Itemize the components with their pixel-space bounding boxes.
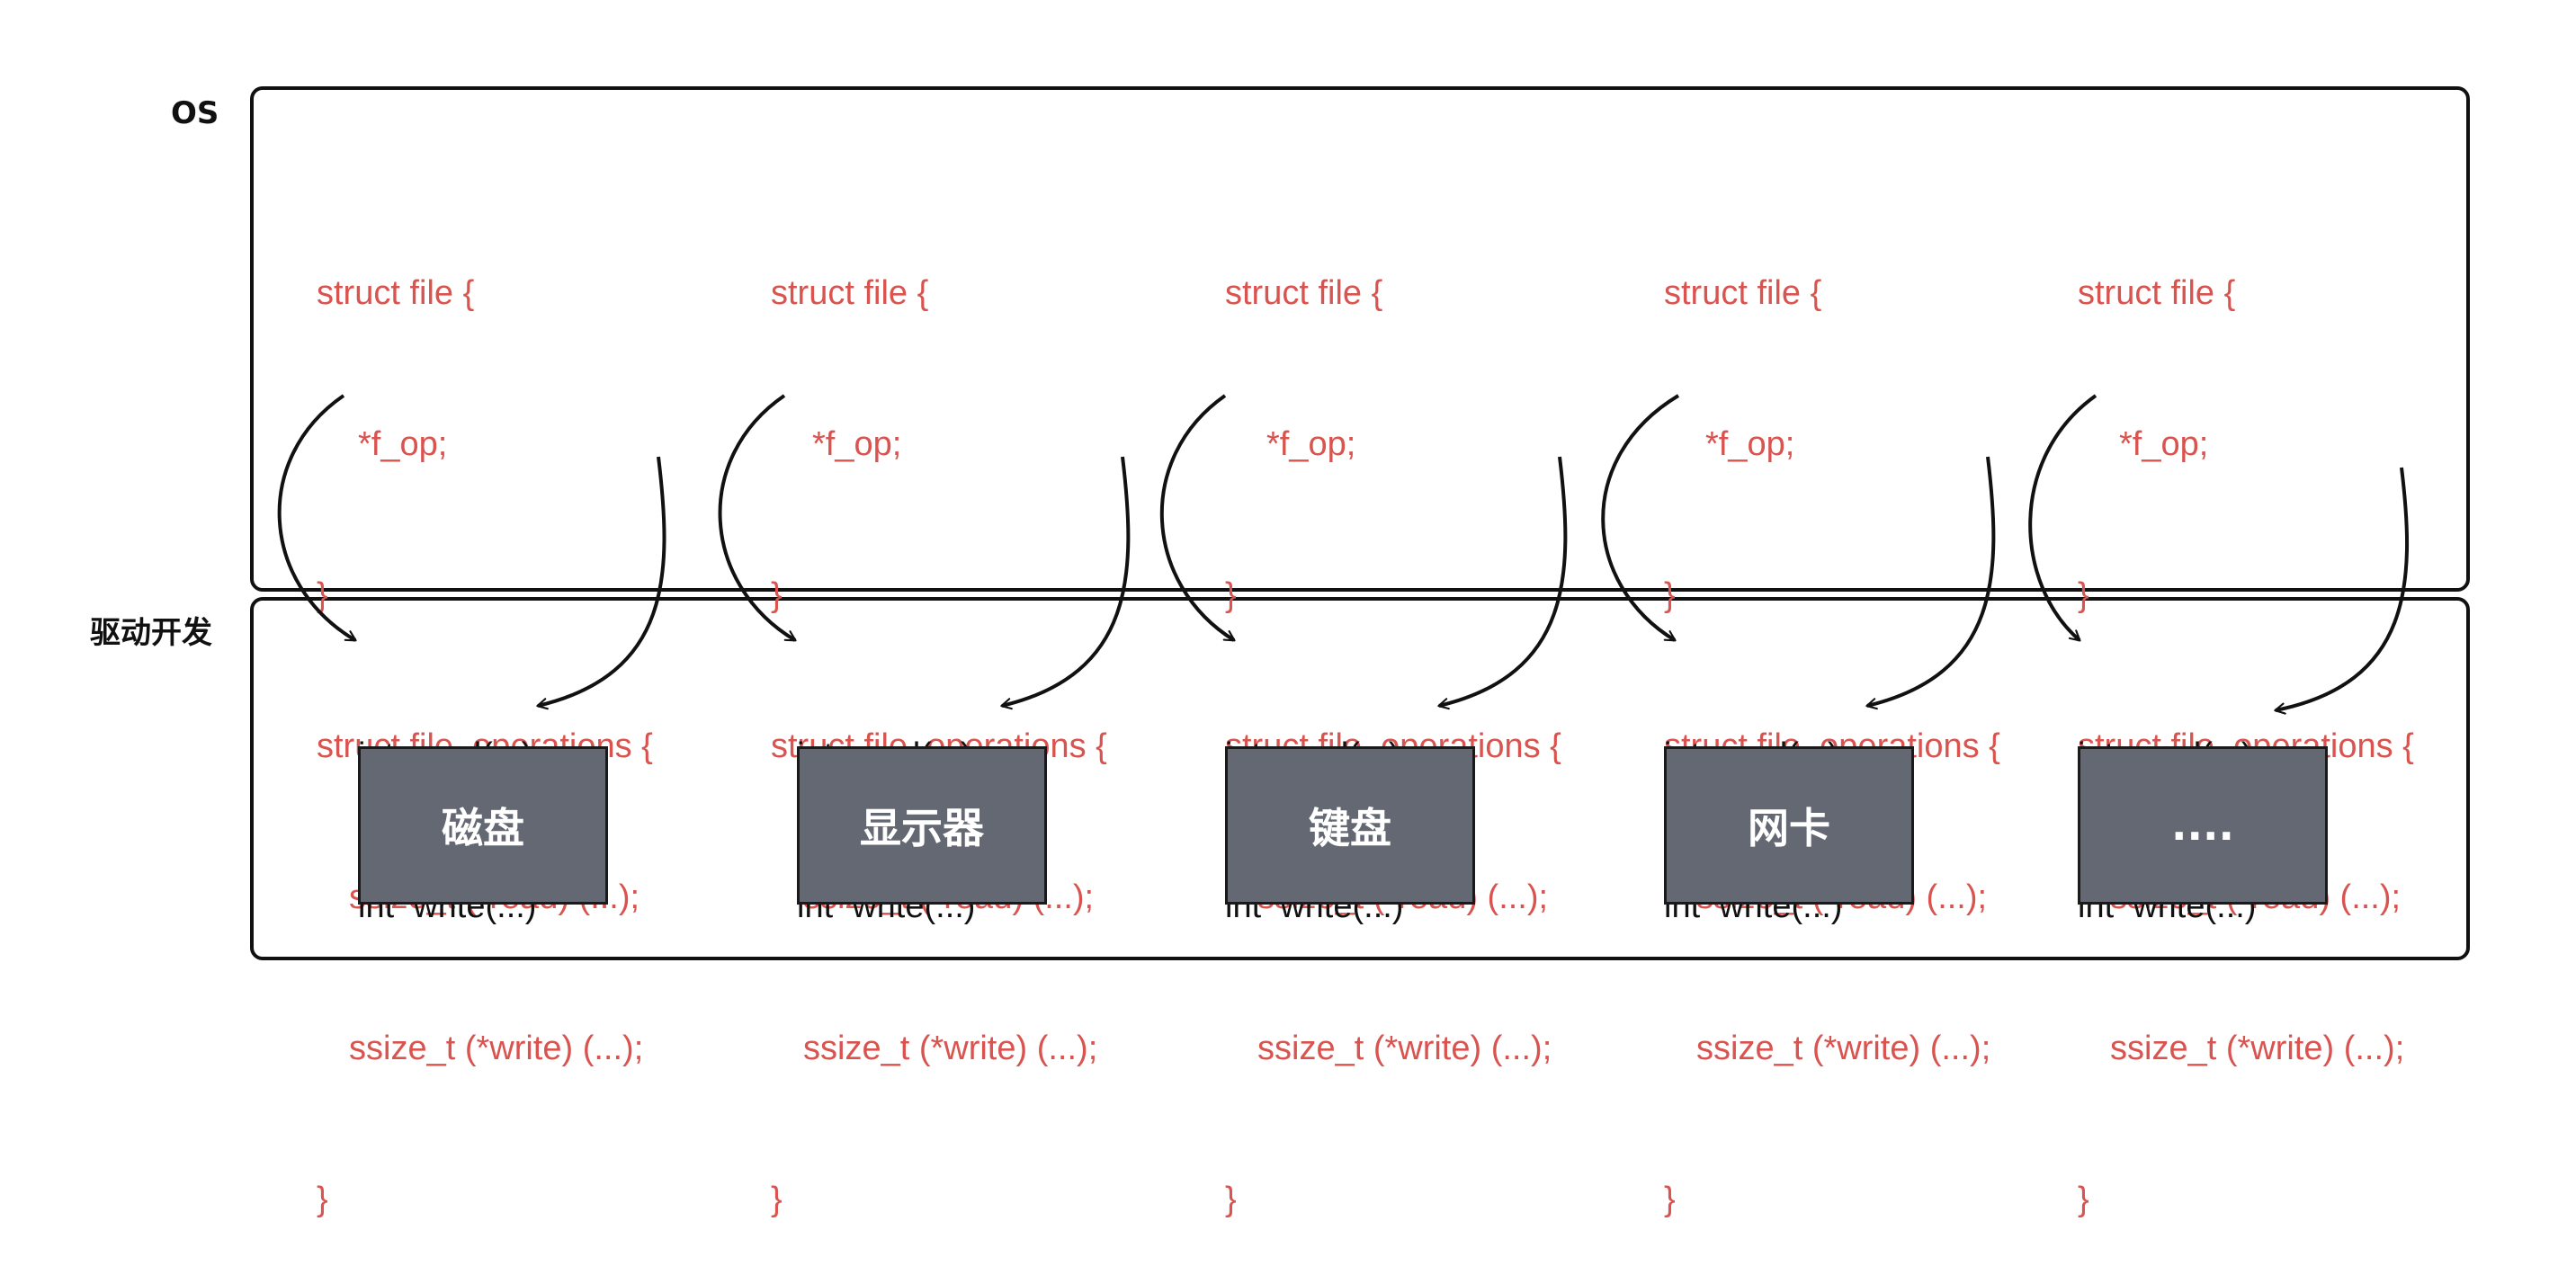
device-box: 磁盘 [358,746,608,905]
code-close-brace: } [2078,1181,2089,1218]
device-box: .... [2078,746,2328,905]
code-struct-file: struct file { [771,274,929,312]
device-box: 网卡 [1664,746,1914,905]
code-write-ptr: ssize_t (*write) (...); [1257,1030,1552,1067]
code-close-brace: } [1225,576,1237,614]
code-close-brace: } [317,1181,328,1218]
code-close-brace: } [317,576,328,614]
code-write-ptr: ssize_t (*write) (...); [803,1030,1098,1067]
code-f-op: *f_op; [1266,425,1356,463]
code-struct-file: struct file { [2078,274,2236,312]
code-write-ptr: ssize_t (*write) (...); [1696,1030,1991,1067]
code-close-brace: } [1225,1181,1237,1218]
driver-layer-label: 驱动开发 [90,615,212,651]
code-close-brace: } [771,576,783,614]
code-f-op: *f_op; [812,425,902,463]
code-close-brace: } [1664,1181,1676,1218]
code-f-op: *f_op; [1705,425,1795,463]
code-struct-file: struct file { [317,274,475,312]
code-close-brace: } [2078,576,2089,614]
code-struct-file: struct file { [1664,274,1822,312]
device-box: 键盘 [1225,746,1475,905]
code-close-brace: } [771,1181,783,1218]
code-close-brace: } [1664,576,1676,614]
device-box: 显示器 [797,746,1047,905]
code-f-op: *f_op; [2119,425,2209,463]
code-write-ptr: ssize_t (*write) (...); [2110,1030,2405,1067]
code-f-op: *f_op; [358,425,448,463]
code-write-ptr: ssize_t (*write) (...); [349,1030,644,1067]
code-struct-file: struct file { [1225,274,1383,312]
os-layer-label: OS [171,95,219,131]
